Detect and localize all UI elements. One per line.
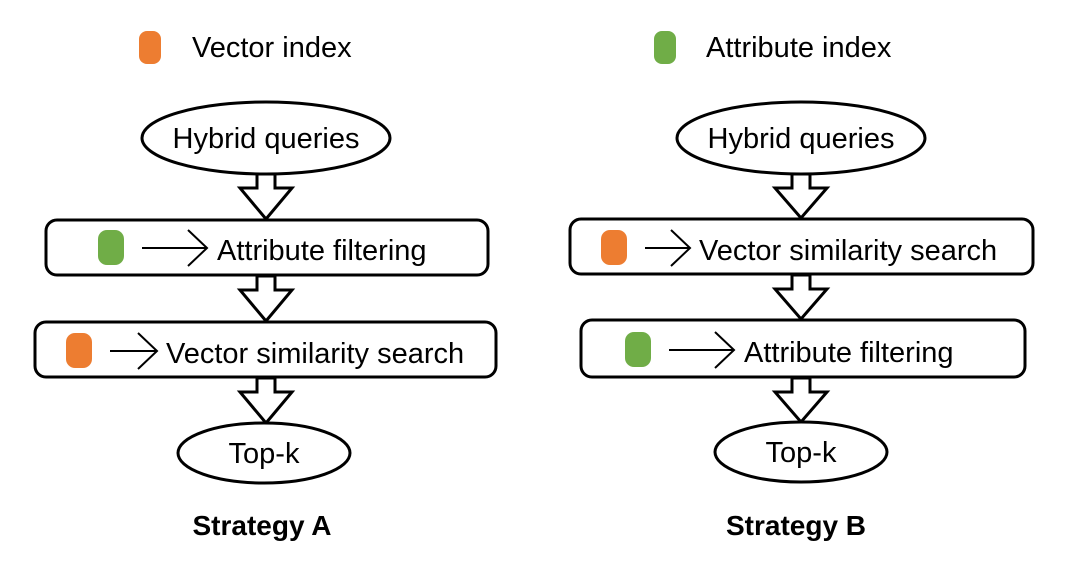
strategy-b-start-label: Hybrid queries [708,123,895,155]
strategy-a-flow: Hybrid queries Attribute filtering Vecto… [33,100,498,541]
strategy-a-caption: Strategy A [192,510,331,541]
strategy-b-step1-label: Vector similarity search [699,235,997,267]
strategy-b-flow-arrow-3 [771,376,831,425]
strategy-a-end-node [176,421,352,485]
strategy-a-step2-index-icon [66,333,92,368]
strategy-b-step2-label: Attribute filtering [744,337,954,369]
strategy-b-end-node [713,420,889,484]
strategy-b-step1-arrow [645,229,692,267]
strategy-a-step2-label: Vector similarity search [166,338,464,370]
strategy-a-step1-arrow [142,229,209,267]
strategy-a-step2-arrow [110,332,159,370]
strategy-b-flow-arrow-2 [771,273,831,322]
attribute-index-icon [654,31,676,64]
strategy-a-step1-index-icon [98,230,124,265]
strategy-a-flow-arrow-3 [236,376,296,426]
strategy-b-flow-arrow-1 [771,172,831,221]
vector-index-icon [139,31,161,64]
strategy-b-step2-arrow [669,331,736,369]
strategy-b-step1-index-icon [601,230,627,265]
strategy-a-end-label: Top-k [229,438,300,470]
strategy-b-step2-index-icon [625,332,651,367]
strategy-b-flow: Hybrid queries Vector similarity search … [568,100,1035,541]
legend-attribute: Attribute index [654,31,892,64]
strategy-a-flow-arrow-2 [236,274,296,324]
strategy-b-caption: Strategy B [726,510,866,541]
strategy-a-flow-arrow-1 [236,172,296,222]
legend-vector-label: Vector index [192,32,352,64]
legend-vector: Vector index [139,31,352,64]
strategy-a-start-label: Hybrid queries [173,123,360,155]
strategy-a-step1-label: Attribute filtering [217,235,427,267]
strategy-b-end-label: Top-k [766,437,837,469]
legend-attribute-label: Attribute index [706,32,892,64]
